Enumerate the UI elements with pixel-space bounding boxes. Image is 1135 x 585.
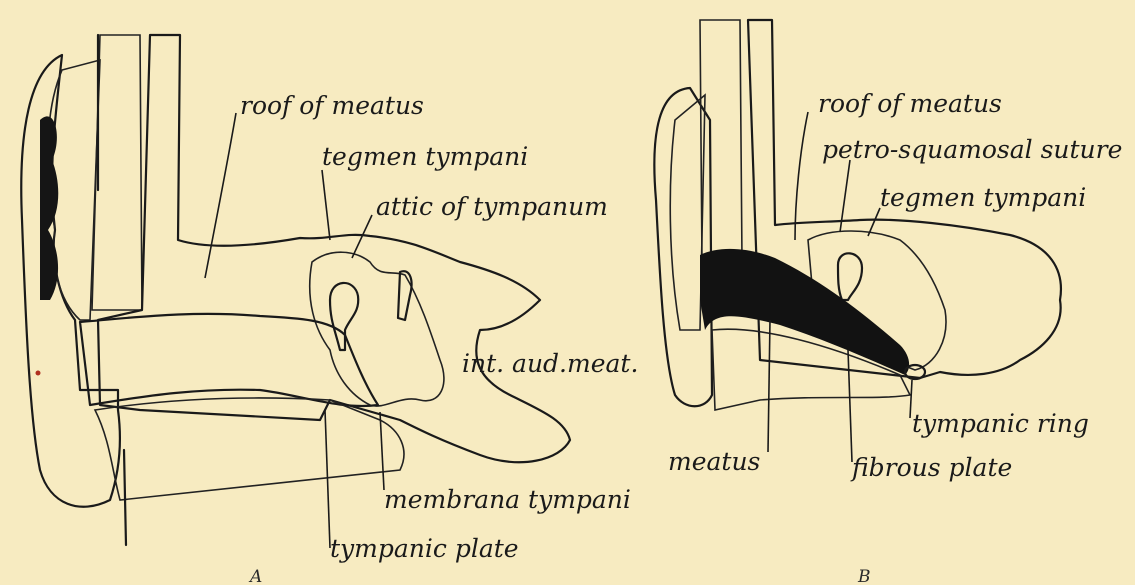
external-meatus-b [700, 249, 909, 375]
ink-speck [36, 371, 41, 376]
leader-tegmen-a [322, 170, 330, 240]
auricle-a [21, 55, 120, 507]
caption-b: B [857, 567, 871, 585]
leader-tegmen-b [868, 208, 880, 236]
leader-meatus-b [768, 320, 770, 452]
caption-a: A [248, 567, 262, 585]
leader-roof-a [205, 113, 236, 278]
leader-membrana-a [380, 412, 384, 490]
label-fibrous-plate-b: fibrous plate [850, 453, 1012, 482]
label-meatus-b: meatus [668, 447, 760, 476]
line-a2 [124, 450, 126, 545]
label-membrana-tympani-a: membrana tympani [384, 485, 631, 514]
concha-dark-a [40, 116, 58, 300]
label-roof-of-meatus-b: roof of meatus [818, 89, 1002, 118]
tympanic-plate-hatch-a [95, 398, 404, 500]
label-petro-squamosal-suture-b: petro-squamosal suture [822, 135, 1122, 164]
tympanic-cavity-a [310, 252, 444, 406]
label-tegmen-tympani-b: tegmen tympani [880, 183, 1086, 212]
label-tegmen-tympani-a: tegmen tympani [322, 142, 528, 171]
ossicle-a [330, 283, 358, 350]
squamous-hatch-a [92, 35, 142, 310]
diagram-b: roof of meatus petro-squamosal suture te… [654, 20, 1122, 585]
leader-fibrous-b [848, 350, 852, 462]
label-int-aud-meat-a: int. aud.meat. [462, 349, 638, 378]
squamous-hatch-b [700, 20, 742, 262]
auricle-hatch-b [670, 95, 705, 330]
label-roof-of-meatus-a: roof of meatus [240, 91, 424, 120]
leader-roof-b [795, 112, 808, 240]
label-attic-of-tympanum-a: attic of tympanum [376, 192, 608, 221]
leader-plate-a [325, 410, 330, 548]
label-tympanic-ring-b: tympanic ring [912, 409, 1089, 438]
ossicle-b [838, 253, 862, 300]
ossicle-2-a [398, 271, 412, 320]
label-tympanic-plate-a: tympanic plate [330, 534, 519, 563]
diagram-a: roof of meatus tegmen tympani attic of t… [21, 35, 638, 585]
